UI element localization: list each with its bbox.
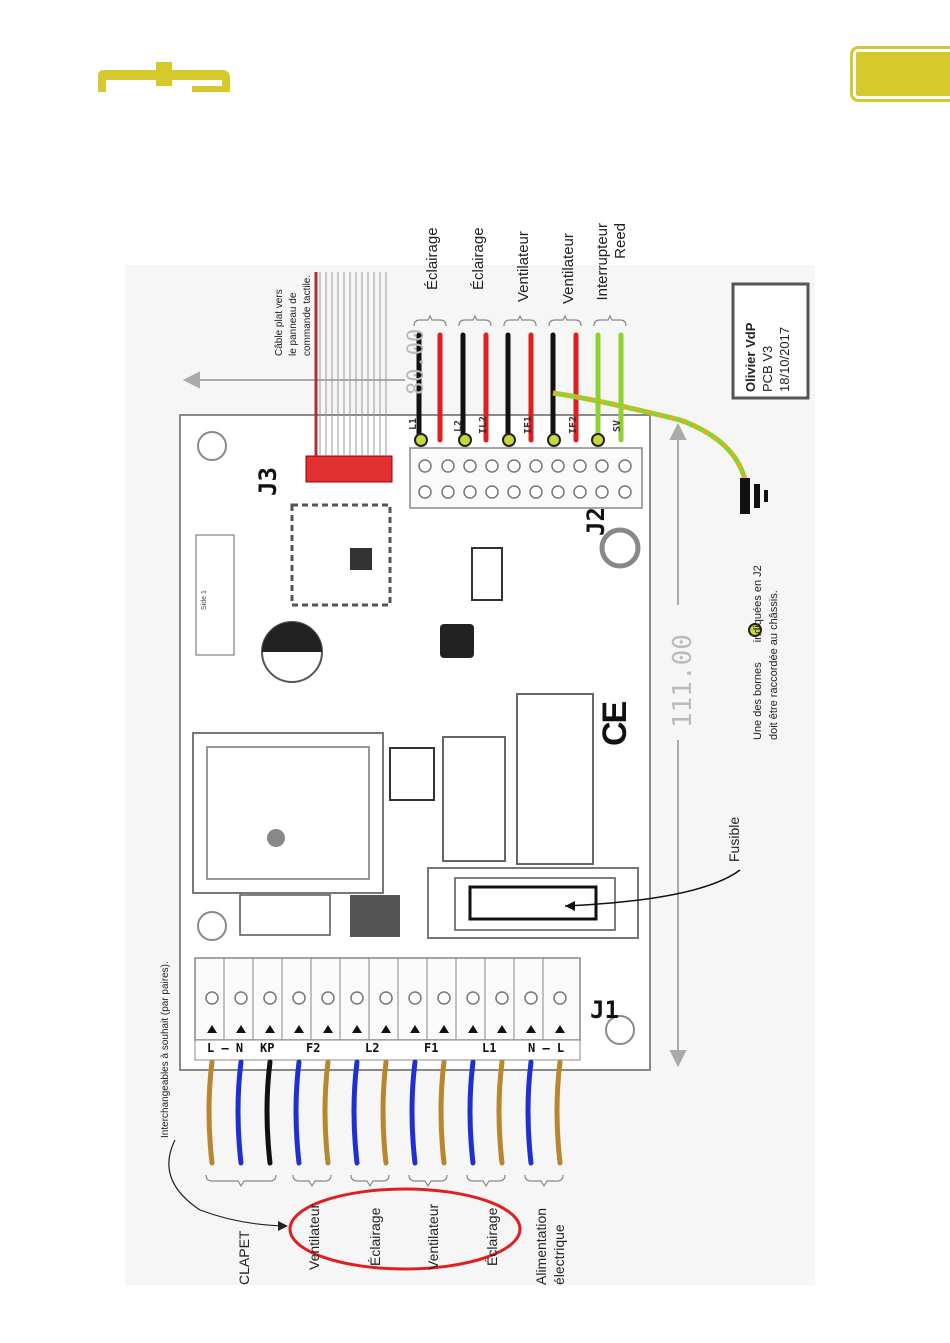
j1-label: J1 [590,996,619,1024]
ground-symbol [740,478,768,514]
stamp-line: PCB V3 [760,345,775,392]
j1-group-label: CLAPET [236,1230,252,1285]
note-arrow [168,1139,286,1227]
transformer [192,732,384,894]
relay-2 [516,693,594,865]
j2-terminal-block [409,447,643,509]
j2-pin-label: L1 [408,417,419,430]
j1-group-label: Éclairage [367,1207,383,1266]
j1-group-label: Alimentation électrique [533,1207,567,1285]
highlight-ellipse [288,1187,522,1271]
dimension-right-label: 111.00 [668,634,698,728]
mounting-holes [197,431,641,1045]
legend-ground-marker [748,623,762,637]
j2-pin-label: L2 [453,419,464,432]
j1-label-bar [194,1039,581,1061]
j1-screws [205,991,567,1005]
j1-terminal-label: N – L [528,1041,565,1055]
ribbon-cable [319,272,387,456]
soic-chip [471,547,503,601]
j2-pin-label: IL2 [478,415,489,434]
switch [239,894,331,936]
fuse-pointer [564,869,741,907]
ribbon-label: Câble plat vers le panneau de commande t… [273,275,315,356]
j1-terminal-label: KP [260,1041,275,1055]
ribbon-label-line: Câble plat vers [274,289,285,356]
side-label: Side 1 [201,590,208,610]
j2-terminals [418,459,632,499]
j2-group-brackets [413,314,627,327]
relay-1 [442,736,506,862]
ce-mark: CE [596,702,634,746]
j2-group-label: Éclairage [424,227,441,290]
j2-group-label: Éclairage [470,227,487,290]
j1-group-brackets [205,1174,564,1188]
j2-pin-label: SV [612,419,623,432]
j1-terminal-label: F1 [424,1041,439,1055]
stamp-line: 18/10/2017 [777,326,792,392]
j1-cells [223,958,544,1040]
brand-logo [98,62,230,92]
ic-module [290,503,392,607]
ribbon-label-line: le panneau de [288,292,299,356]
j1-group-label: Ventilateur [306,1203,322,1270]
microcontroller [440,624,474,658]
optocoupler [389,747,435,801]
j3-connector [305,455,393,483]
j1-arrows [207,1025,565,1033]
j1-group-label: Éclairage [484,1207,500,1266]
dimension-right [669,422,687,1068]
j1-group-label: Ventilateur [425,1203,441,1270]
ground-note: Une des bornes indiquées en J2 doit être … [750,565,782,740]
j2-label: J2 [582,507,610,536]
j2-wires [416,332,624,443]
j3-label: J3 [254,467,282,496]
j1-terminal-label: L – N [207,1041,244,1055]
ribbon-label-line: commande tactile. [302,274,313,356]
ground-note-text: Une des bornes [752,662,764,740]
j2-group-label: Interrupteur Reed [594,223,629,301]
stamp-text: Olivier VdP PCB V3 18/10/2017 [742,323,793,392]
ground-note-text: doit être raccordée au châssis. [768,590,780,740]
j2-group-label: Ventilateur [515,231,532,302]
j2-pin-label: IF2 [568,415,579,434]
side-sticker [195,534,235,656]
j1-terminal-label: L2 [365,1041,380,1055]
stamp-line: Olivier VdP [743,322,758,392]
dimension-top-label: 80.00 [404,328,429,395]
page-tab [850,46,950,102]
j1-wires [206,1059,563,1166]
ic-chip [350,548,372,570]
j1-terminal-label: L1 [482,1041,497,1055]
stamp-box [731,282,810,400]
rectifier [350,895,400,937]
fuse-label: Fusible [726,816,742,862]
ground-note-text: indiquées en J2 [752,565,764,643]
fuse [468,885,598,921]
j2-pin-label: IF1 [523,415,534,434]
interchangeable-note: Interchangeables à souhait (par paires). [160,961,171,1138]
j2-group-label: Ventilateur [560,233,577,304]
j1-terminal-label: F2 [306,1041,321,1055]
ground-markers [414,433,605,447]
